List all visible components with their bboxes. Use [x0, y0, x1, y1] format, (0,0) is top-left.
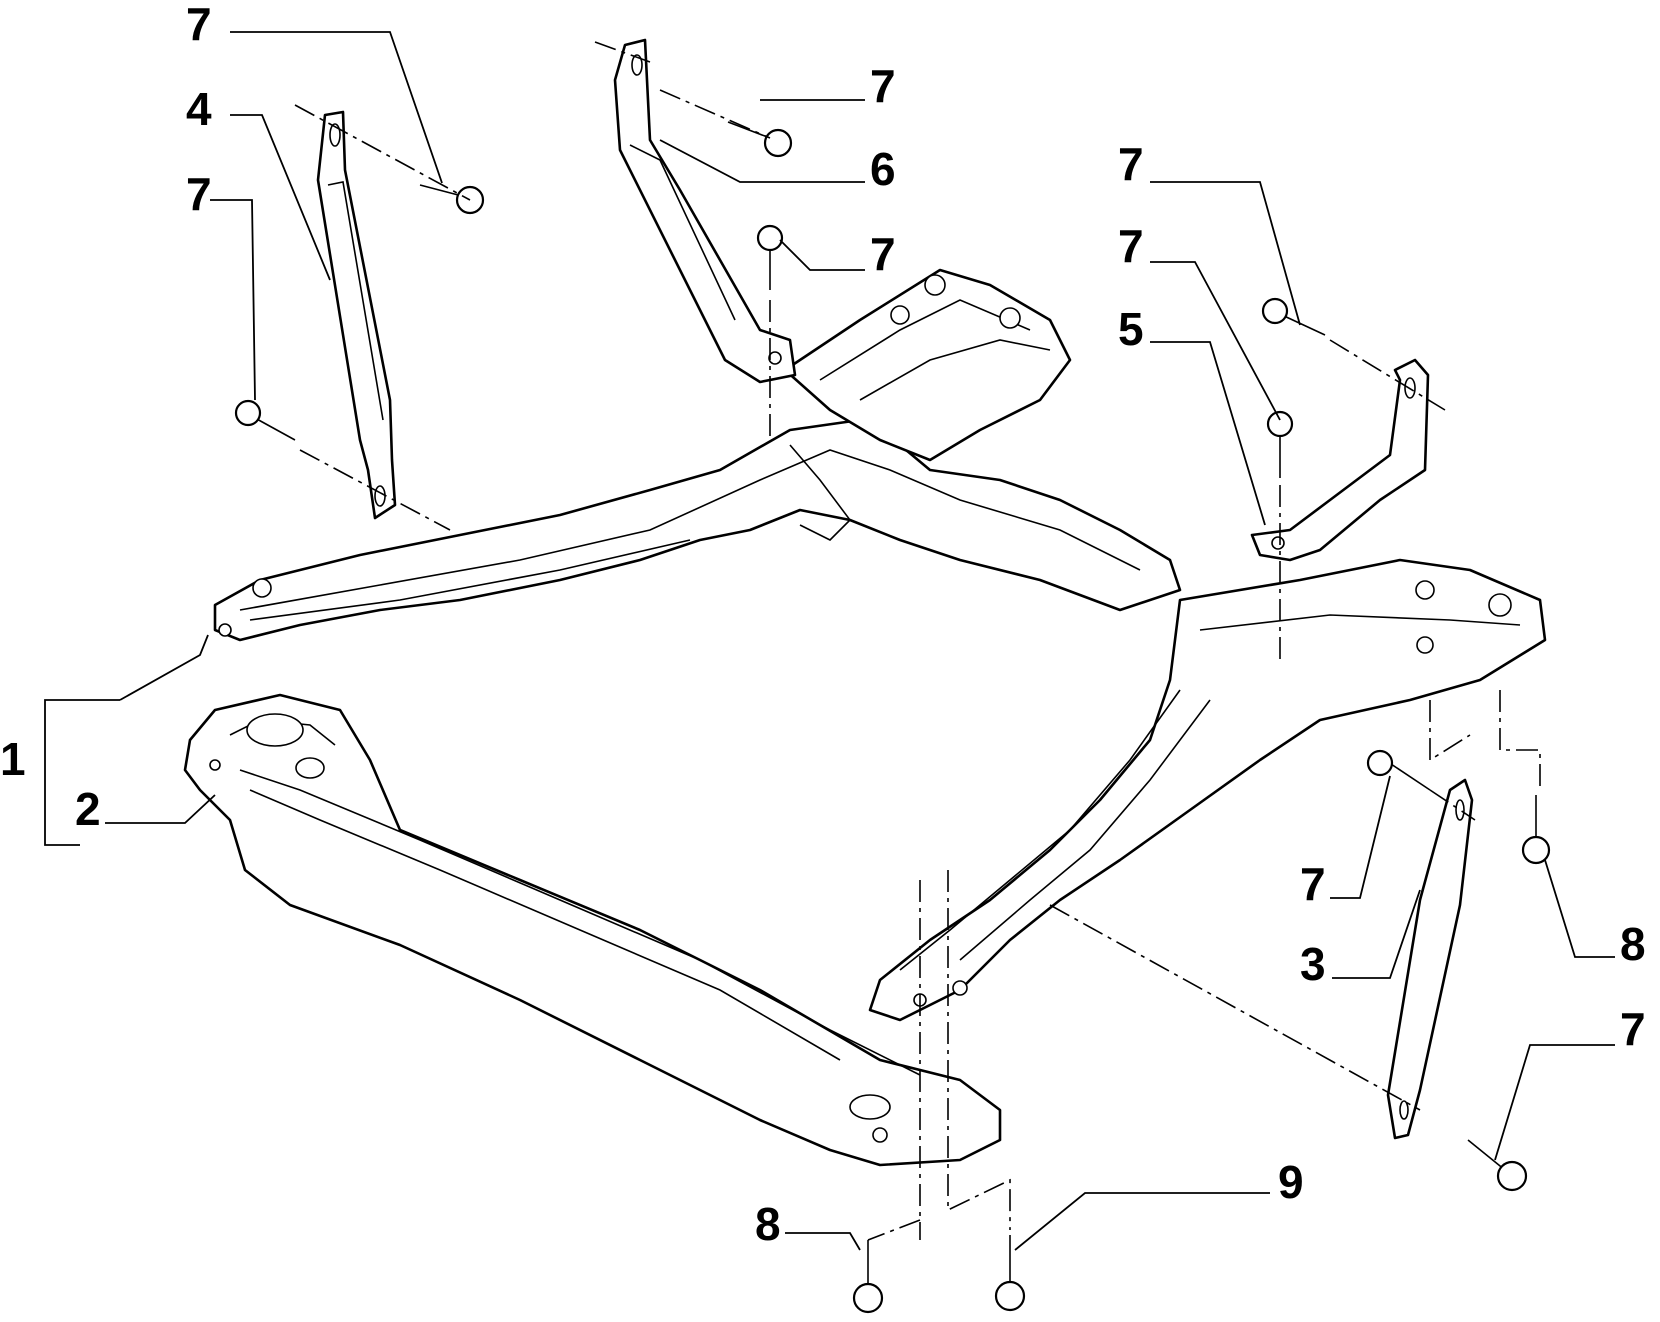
callout-7: 7: [186, 0, 212, 50]
callout-8: 8: [755, 1198, 781, 1250]
callout-7: 7: [186, 168, 212, 220]
callout-3: 3: [1300, 938, 1326, 990]
assembly-centerlines: [294, 41, 1541, 1241]
callout-7: 7: [870, 228, 896, 280]
bolt-7-right-vertical: [1266, 410, 1294, 478]
strut-bracket-part-5: [1250, 358, 1430, 562]
callout-7: 7: [870, 60, 896, 112]
callout-7: 7: [1300, 858, 1326, 910]
strut-bracket-part-6: [613, 38, 797, 384]
crossmember-part-2: [183, 693, 1002, 1167]
bolt-7-top-left: [419, 184, 485, 215]
callout-7: 7: [1118, 220, 1144, 272]
callout-9: 9: [1278, 1156, 1304, 1208]
subframe-part-1: [213, 268, 1547, 1022]
bolt-7-center-vertical: [756, 224, 784, 290]
bolt-7-right-middle: [1366, 749, 1431, 791]
callout-7: 7: [1620, 1003, 1646, 1055]
strut-bar-part-3: [1386, 778, 1474, 1140]
callout-2: 2: [75, 783, 101, 835]
bolt-7-bottom-right: [1467, 1139, 1528, 1192]
callout-8: 8: [1620, 918, 1646, 970]
callout-6: 6: [870, 143, 896, 195]
callout-4: 4: [186, 83, 212, 135]
bolt-8-right: [1521, 795, 1551, 865]
callout-1: 1: [0, 733, 26, 785]
leader-lines: [44, 31, 1615, 1251]
bolt-7-left: [234, 399, 296, 441]
strut-bar-part-4: [316, 110, 397, 520]
bolt-9-bottom: [994, 1235, 1026, 1312]
bolt-7-right-top: [1261, 297, 1326, 336]
bolt-7-center-top: [727, 121, 793, 158]
callout-labels: 7 4 7 7 6 7 7 7 5 1 2 7 3 8 7 8 9: [0, 0, 1646, 1250]
callout-5: 5: [1118, 303, 1144, 355]
bolt-8-bottom: [852, 1240, 884, 1314]
callout-7: 7: [1118, 138, 1144, 190]
